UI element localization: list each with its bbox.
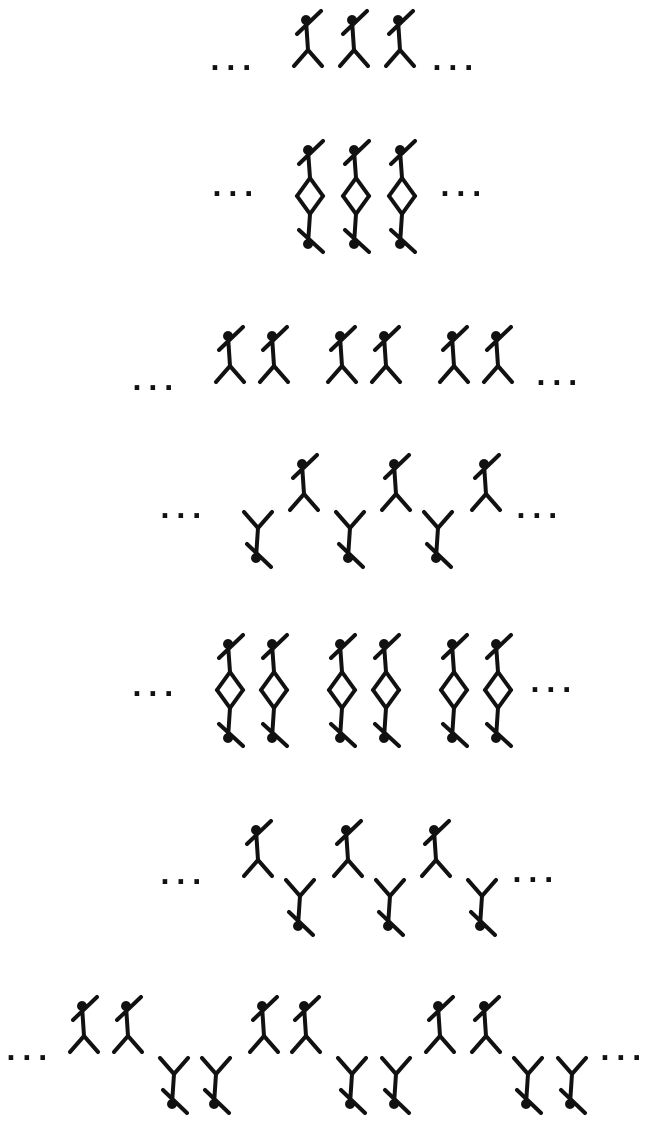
upright-figure bbox=[426, 997, 454, 1052]
row-1-single-upright-chain: ...... bbox=[210, 11, 480, 77]
upright-figure bbox=[328, 327, 356, 382]
inverted-figure bbox=[338, 1058, 366, 1113]
ellipsis-left: ... bbox=[160, 861, 208, 891]
inverted-figure bbox=[514, 1058, 542, 1113]
mirrored-figure-pair bbox=[485, 635, 511, 746]
ellipsis-right: ... bbox=[600, 1037, 648, 1067]
upright-figure bbox=[386, 11, 414, 66]
upright-figure bbox=[292, 997, 320, 1052]
row-6-alternating-chain-reversed: ...... bbox=[160, 821, 560, 935]
inverted-figure bbox=[160, 1058, 188, 1113]
ellipsis-left: ... bbox=[212, 173, 260, 203]
upright-figure bbox=[340, 11, 368, 66]
mirrored-figure-pair bbox=[389, 141, 415, 252]
mirrored-figure-pair bbox=[441, 635, 467, 746]
ellipsis-left: ... bbox=[210, 47, 258, 77]
row-5-paired-mirrored-chain: ...... bbox=[132, 635, 578, 746]
upright-figure bbox=[260, 327, 288, 382]
upright-figure bbox=[472, 997, 500, 1052]
ellipsis-right: ... bbox=[512, 859, 560, 889]
upright-figure bbox=[484, 327, 512, 382]
inverted-figure bbox=[558, 1058, 586, 1113]
upright-figure bbox=[70, 997, 98, 1052]
upright-figure bbox=[472, 455, 500, 510]
mirrored-figure-pair bbox=[217, 635, 243, 746]
mirrored-figure-pair bbox=[373, 635, 399, 746]
ellipsis-right: ... bbox=[432, 47, 480, 77]
mirrored-figure-pair bbox=[329, 635, 355, 746]
upright-figure bbox=[114, 997, 142, 1052]
upright-figure bbox=[334, 821, 362, 876]
upright-figure bbox=[244, 821, 272, 876]
ellipsis-left: ... bbox=[132, 367, 180, 397]
inverted-figure bbox=[382, 1058, 410, 1113]
row-2-mirrored-pair-chain: ...... bbox=[212, 141, 488, 252]
upright-figure bbox=[372, 327, 400, 382]
mirrored-figure-pair bbox=[343, 141, 369, 252]
ellipsis-left: ... bbox=[160, 495, 208, 525]
ellipsis-right: ... bbox=[536, 362, 584, 392]
upright-figure bbox=[440, 327, 468, 382]
upright-figure bbox=[290, 455, 318, 510]
ellipsis-left: ... bbox=[132, 673, 180, 703]
upright-figure bbox=[382, 455, 410, 510]
inverted-figure bbox=[468, 880, 496, 935]
upright-figure bbox=[294, 11, 322, 66]
inverted-figure bbox=[202, 1058, 230, 1113]
row-7-paired-alternating-chain: ...... bbox=[6, 997, 648, 1113]
upright-figure bbox=[250, 997, 278, 1052]
inverted-figure bbox=[286, 880, 314, 935]
ellipsis-right: ... bbox=[440, 173, 488, 203]
upright-figure bbox=[216, 327, 244, 382]
inverted-figure bbox=[336, 512, 364, 567]
ellipsis-right: ... bbox=[530, 669, 578, 699]
row-3-paired-upright-chain: ...... bbox=[132, 327, 584, 397]
row-4-alternating-chain: ...... bbox=[160, 455, 564, 567]
inverted-figure bbox=[424, 512, 452, 567]
ellipsis-right: ... bbox=[516, 495, 564, 525]
inverted-figure bbox=[376, 880, 404, 935]
upright-figure bbox=[422, 821, 450, 876]
mirrored-figure-pair bbox=[261, 635, 287, 746]
mirrored-figure-pair bbox=[297, 141, 323, 252]
inverted-figure bbox=[244, 512, 272, 567]
ellipsis-left: ... bbox=[6, 1037, 54, 1067]
